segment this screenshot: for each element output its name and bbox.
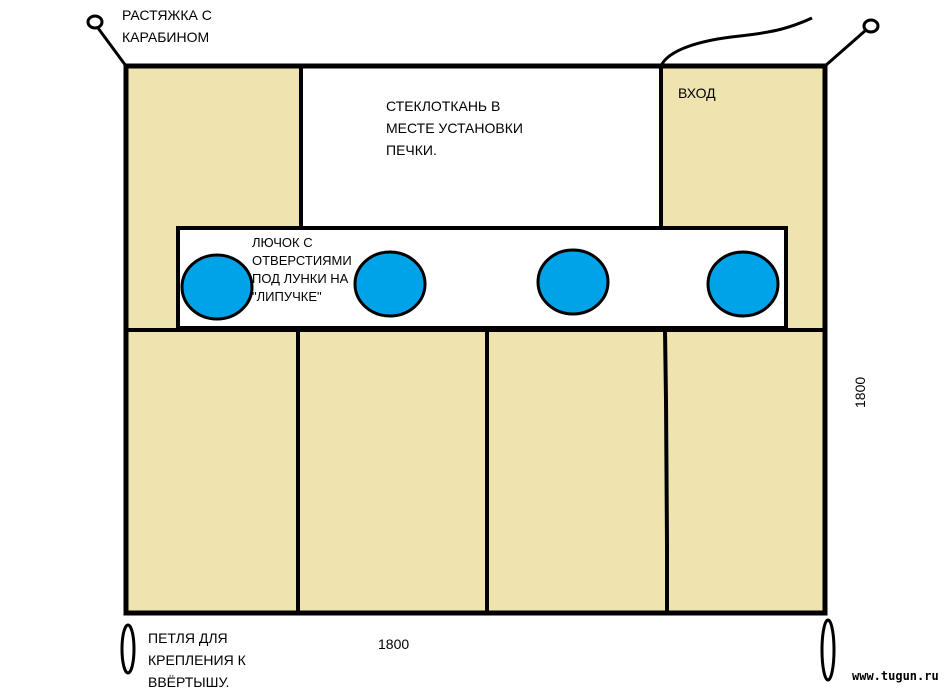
hatch-hole — [536, 248, 610, 316]
wall-outline — [123, 63, 828, 616]
carabiner-left-icon — [86, 14, 104, 30]
watermark: www.tugun.ru — [852, 669, 939, 683]
guy-line-label: РАСТЯЖКА С КАРАБИНОМ — [122, 7, 212, 45]
loop-label: ПЕТЛЯ ДЛЯ КРЕПЛЕНИЯ К ВВЁРТЫШУ. — [148, 630, 246, 690]
hatch — [176, 226, 788, 330]
carabiner-right-icon — [862, 18, 880, 34]
hatch-hole — [706, 250, 780, 318]
hatch-label: ЛЮЧОК С ОТВЕРСТИЯМИ ПОД ЛУНКИ НА "ЛИПУЧК… — [252, 235, 352, 304]
guy-line-left — [96, 27, 128, 67]
hatch-holes — [180, 248, 780, 321]
fiberglass-label: СТЕКЛОТКАНЬ В МЕСТЕ УСТАНОВКИ ПЕЧКИ. — [386, 98, 523, 158]
width-dimension: 1800 — [378, 636, 410, 652]
height-dimension: 1800 — [852, 376, 868, 408]
hatch-hole — [180, 253, 254, 321]
entrance-line — [659, 16, 813, 67]
loop-right-icon — [820, 618, 836, 682]
fiberglass-area — [301, 66, 661, 228]
entrance-label: ВХОД — [678, 85, 716, 101]
lower-divider-3 — [663, 329, 669, 613]
guy-line-right — [824, 28, 867, 68]
hatch-hole — [353, 250, 427, 318]
loop-left-icon — [120, 623, 136, 675]
